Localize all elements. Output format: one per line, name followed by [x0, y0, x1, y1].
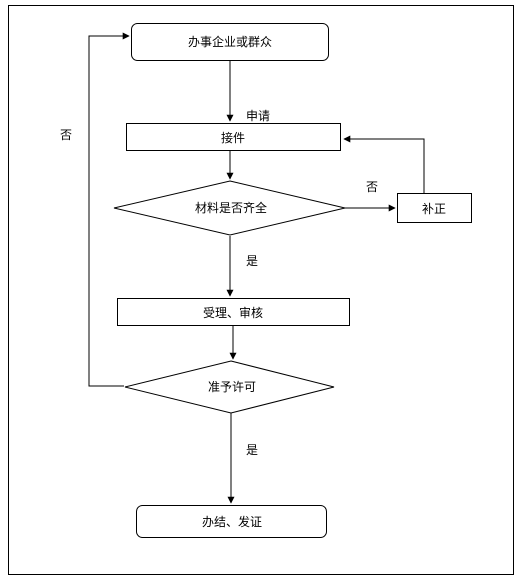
node-review-box — [117, 298, 350, 326]
edge-label-apply: 申请 — [246, 109, 270, 123]
node-approve-label: 准予许可 — [208, 380, 256, 394]
node-finish-box — [136, 505, 327, 538]
node-supplement-box — [397, 193, 472, 223]
node-supplement-label: 补正 — [422, 202, 446, 216]
node-review-label: 受理、审核 — [203, 305, 263, 320]
node-materials-check-label: 材料是否齐全 — [195, 200, 267, 215]
node-materials-check-diamond — [113, 180, 346, 236]
node-applicant-label: 办事企业或群众 — [188, 34, 272, 49]
diagram-border — [8, 5, 514, 575]
node-finish-label: 办结、发证 — [202, 514, 262, 529]
edge-label-approve-no: 否 — [60, 128, 72, 142]
node-applicant-box — [131, 23, 329, 61]
edge-supplement-to-accept — [343, 135, 425, 193]
edge-approve-no-to-applicant — [88, 32, 130, 387]
node-accept-label: 接件 — [221, 130, 245, 145]
edge-label-materials-yes: 是 — [246, 254, 258, 268]
node-accept-box — [126, 123, 341, 151]
node-approve-diamond — [124, 360, 335, 414]
edge-label-approve-yes: 是 — [246, 443, 258, 457]
edge-label-materials-no: 否 — [366, 180, 378, 194]
